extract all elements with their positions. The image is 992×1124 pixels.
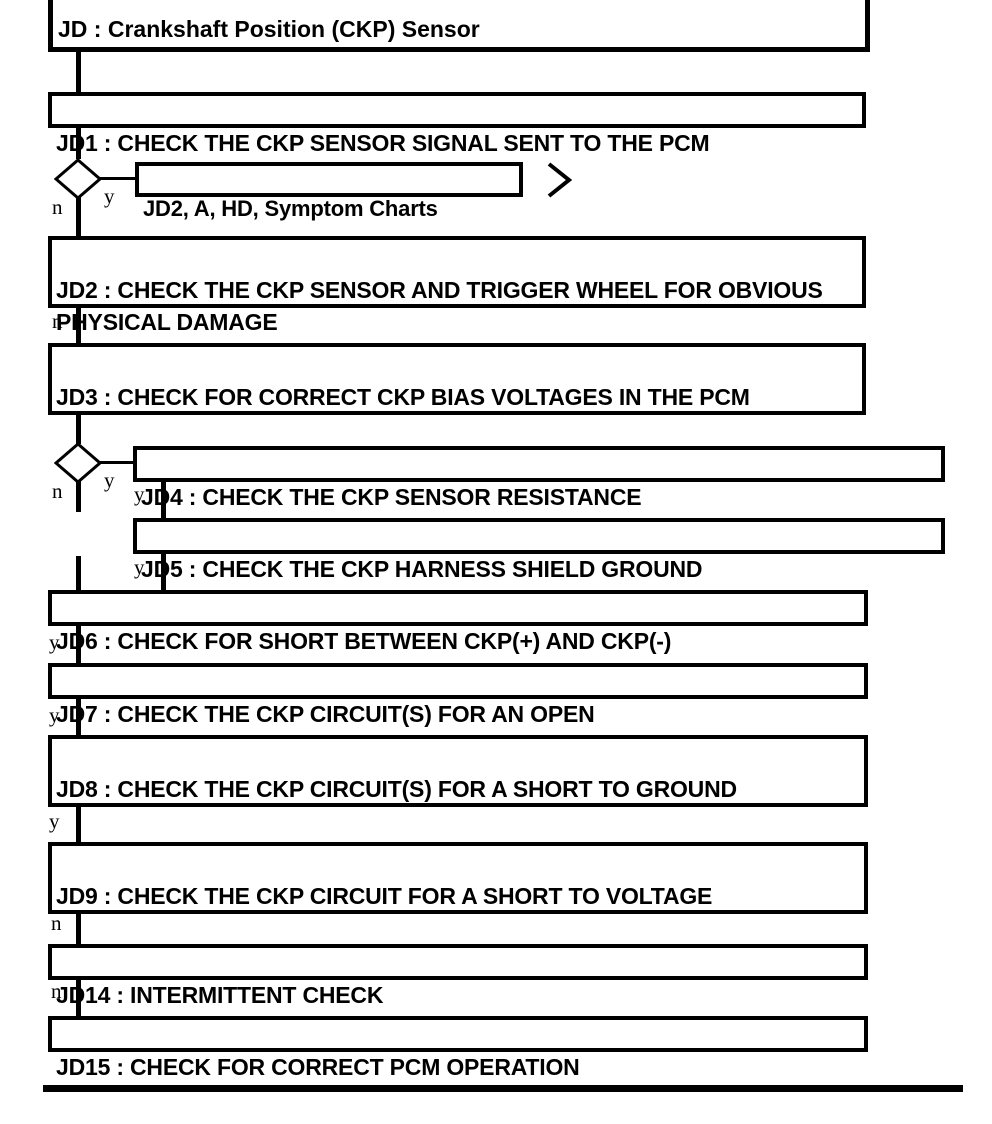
connector-jd3-to-decision2 [76,414,81,444]
connector-decision2-no-lower [76,556,81,594]
connector-title-to-jd1 [76,50,81,94]
branch-label-no-jd14: n [51,979,62,1003]
node-jd2-ref-label: JD2, A, HD, Symptom Charts [143,196,438,221]
footer-divider [43,1085,963,1092]
node-jd15-label: JD15 : CHECK FOR CORRECT PCM OPERATION [56,1054,580,1080]
node-jd6-label: JD6 : CHECK FOR SHORT BETWEEN CKP(+) AND… [56,628,672,654]
branch-label-yes-decision2: y [104,468,115,492]
node-jd1[interactable]: JD1 : CHECK THE CKP SENSOR SIGNAL SENT T… [48,92,866,156]
node-jd3-label: JD3 : CHECK FOR CORRECT CKP BIAS VOLTAGE… [56,384,750,410]
connector-jd9-to-jd14 [76,913,81,945]
decision-diamond-jd1[interactable] [53,158,103,200]
node-jd8[interactable]: JD8 : CHECK THE CKP CIRCUIT(S) FOR A SHO… [48,735,868,807]
connector-decision1-no-to-jd2 [76,196,81,238]
branch-label-no-jd2: n [52,309,63,333]
connector-decision2-yes [100,461,136,464]
branch-label-no-jd9: n [51,911,62,935]
connector-jd5-to-jd6 [161,553,166,594]
node-jd9[interactable]: JD9 : CHECK THE CKP CIRCUIT FOR A SHORT … [48,842,868,914]
branch-label-yes-jd8: y [49,809,60,833]
diagram-title-label: JD : Crankshaft Position (CKP) Sensor [58,16,480,42]
node-jd2-symptom-charts-ref[interactable]: JD2, A, HD, Symptom Charts [135,162,523,221]
branch-label-yes-jd6: y [49,630,60,654]
connector-jd6-to-jd7 [76,625,81,664]
connector-jd14-to-jd15 [76,979,81,1016]
connector-jd2-to-jd3 [76,307,81,345]
node-jd7-label: JD7 : CHECK THE CKP CIRCUIT(S) FOR AN OP… [56,701,595,727]
node-jd2-label: JD2 : CHECK THE CKP SENSOR AND TRIGGER W… [56,277,823,335]
node-jd3[interactable]: JD3 : CHECK FOR CORRECT CKP BIAS VOLTAGE… [48,343,866,415]
node-jd5[interactable]: JD5 : CHECK THE CKP HARNESS SHIELD GROUN… [133,518,945,582]
branch-label-yes-decision1: y [104,184,115,208]
node-jd15[interactable]: JD15 : CHECK FOR CORRECT PCM OPERATION [48,1016,868,1080]
connector-jd7-to-jd8 [76,698,81,736]
connector-jd1-to-decision1 [76,127,81,159]
node-jd2[interactable]: JD2 : CHECK THE CKP SENSOR AND TRIGGER W… [48,236,866,335]
node-jd14[interactable]: JD14 : INTERMITTENT CHECK [48,944,868,1008]
diagram-title-box: JD : Crankshaft Position (CKP) Sensor [48,0,870,52]
node-jd14-label: JD14 : INTERMITTENT CHECK [56,982,384,1008]
connector-decision1-yes [100,177,138,180]
branch-label-yes-jd5: y [134,555,145,579]
node-jd4[interactable]: JD4 : CHECK THE CKP SENSOR RESISTANCE [133,446,945,510]
node-jd1-label: JD1 : CHECK THE CKP SENSOR SIGNAL SENT T… [56,130,710,156]
connector-jd4-to-jd5 [161,481,166,519]
node-jd9-label: JD9 : CHECK THE CKP CIRCUIT FOR A SHORT … [56,883,713,909]
branch-label-no-decision1: n [52,195,63,219]
node-jd5-label: JD5 : CHECK THE CKP HARNESS SHIELD GROUN… [141,556,703,582]
connector-decision2-no-upper [76,480,81,512]
branch-label-no-decision2: n [52,479,63,503]
node-jd4-label: JD4 : CHECK THE CKP SENSOR RESISTANCE [141,484,642,510]
branch-label-yes-jd4: y [134,482,145,506]
node-jd6[interactable]: JD6 : CHECK FOR SHORT BETWEEN CKP(+) AND… [48,590,868,654]
node-jd7[interactable]: JD7 : CHECK THE CKP CIRCUIT(S) FOR AN OP… [48,663,868,727]
connector-jd8-to-jd9 [76,806,81,844]
goto-chevron-icon [543,160,575,200]
branch-label-yes-jd7: y [49,703,60,727]
node-jd8-label: JD8 : CHECK THE CKP CIRCUIT(S) FOR A SHO… [56,776,737,802]
decision-diamond-jd3[interactable] [53,442,103,484]
